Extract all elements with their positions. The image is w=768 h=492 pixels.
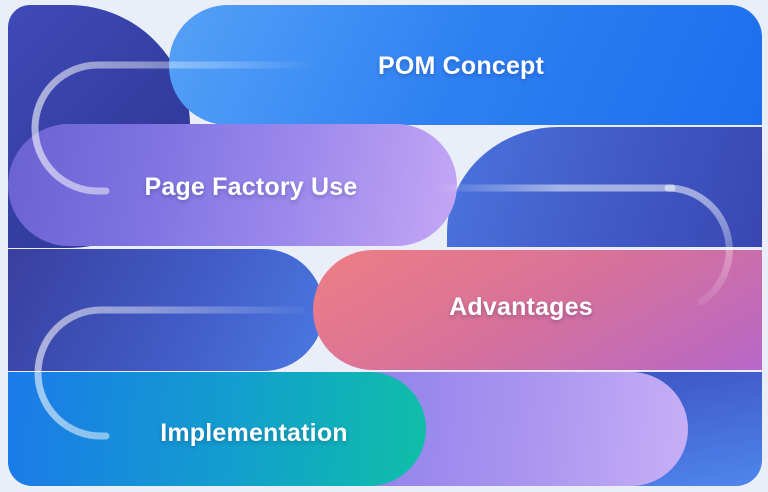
topic-label-page-factory-use: Page Factory Use [144,172,358,201]
topic-label-implementation: Implementation [160,418,348,447]
royal-blue-panel-shape [8,249,324,371]
topic-label-pom-concept: POM Concept [377,51,545,80]
topic-label-advantages: Advantages [449,292,593,321]
indigo-panel-shape [447,127,762,247]
